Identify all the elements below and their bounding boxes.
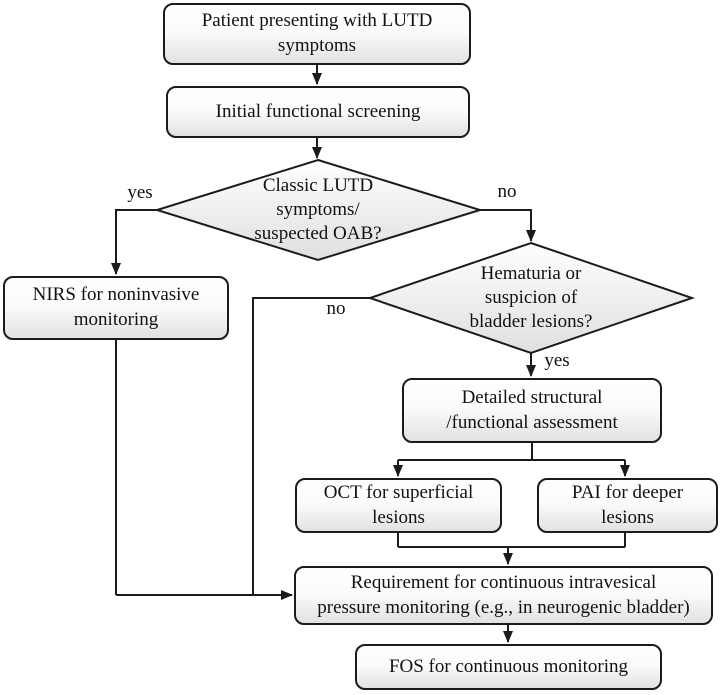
decision-diamond-classic-lutd: [153, 158, 484, 262]
node-oct-superficial-text: OCT for superficial lesions: [323, 481, 474, 528]
edge-hematuria-no-and-nirs-down: [115, 297, 370, 595]
node-fos-monitoring-text: FOS for continuous monitoring: [388, 655, 629, 677]
node-pai-deeper-text: PAI for deeper lesions: [571, 481, 684, 528]
edge-label-hematuria-no: no: [326, 298, 346, 319]
decision-hematuria-text: Hematuria or suspicion of bladder lesion…: [421, 260, 641, 336]
node-pressure-monitoring-requirement-text: Requirement for continuous intravesical …: [317, 571, 690, 618]
node-fos-monitoring: FOS for continuous monitoring: [355, 644, 662, 690]
node-nirs-monitoring-text: NIRS for noninvasive monitoring: [32, 284, 200, 330]
edge-classic-yes-to-nirs: [111, 209, 157, 275]
node-detailed-assessment-text: Detailed structural /functional assessme…: [446, 386, 618, 433]
edge-label-classic-no: no: [497, 181, 517, 202]
edge-classic-no-to-hematuria-decision: [480, 209, 536, 242]
node-detailed-assessment: Detailed structural /functional assessme…: [402, 378, 662, 443]
node-pressure-monitoring-requirement: Requirement for continuous intravesical …: [294, 566, 713, 625]
node-patient-presenting: Patient presenting with LUTD symptoms: [163, 3, 471, 65]
node-patient-presenting-text: Patient presenting with LUTD symptoms: [201, 10, 433, 56]
edge-detailed-split: [398, 443, 625, 461]
edge-oct-pai-merge: [397, 533, 626, 548]
node-oct-superficial: OCT for superficial lesions: [295, 478, 502, 533]
node-pai-deeper: PAI for deeper lesions: [537, 478, 718, 533]
edge-label-classic-yes: yes: [127, 182, 153, 203]
decision-hematuria-label: Hematuria or suspicion of bladder lesion…: [469, 262, 593, 333]
decision-classic-lutd-label: Classic LUTD symptoms/ suspected OAB?: [254, 174, 382, 245]
decision-classic-lutd-text: Classic LUTD symptoms/ suspected OAB?: [208, 172, 428, 248]
edge-label-hematuria-yes: yes: [544, 350, 570, 371]
node-nirs-monitoring: NIRS for noninvasive monitoring: [3, 276, 229, 340]
node-initial-screening-text: Initial functional screening: [215, 100, 421, 122]
node-initial-screening: Initial functional screening: [166, 86, 470, 138]
